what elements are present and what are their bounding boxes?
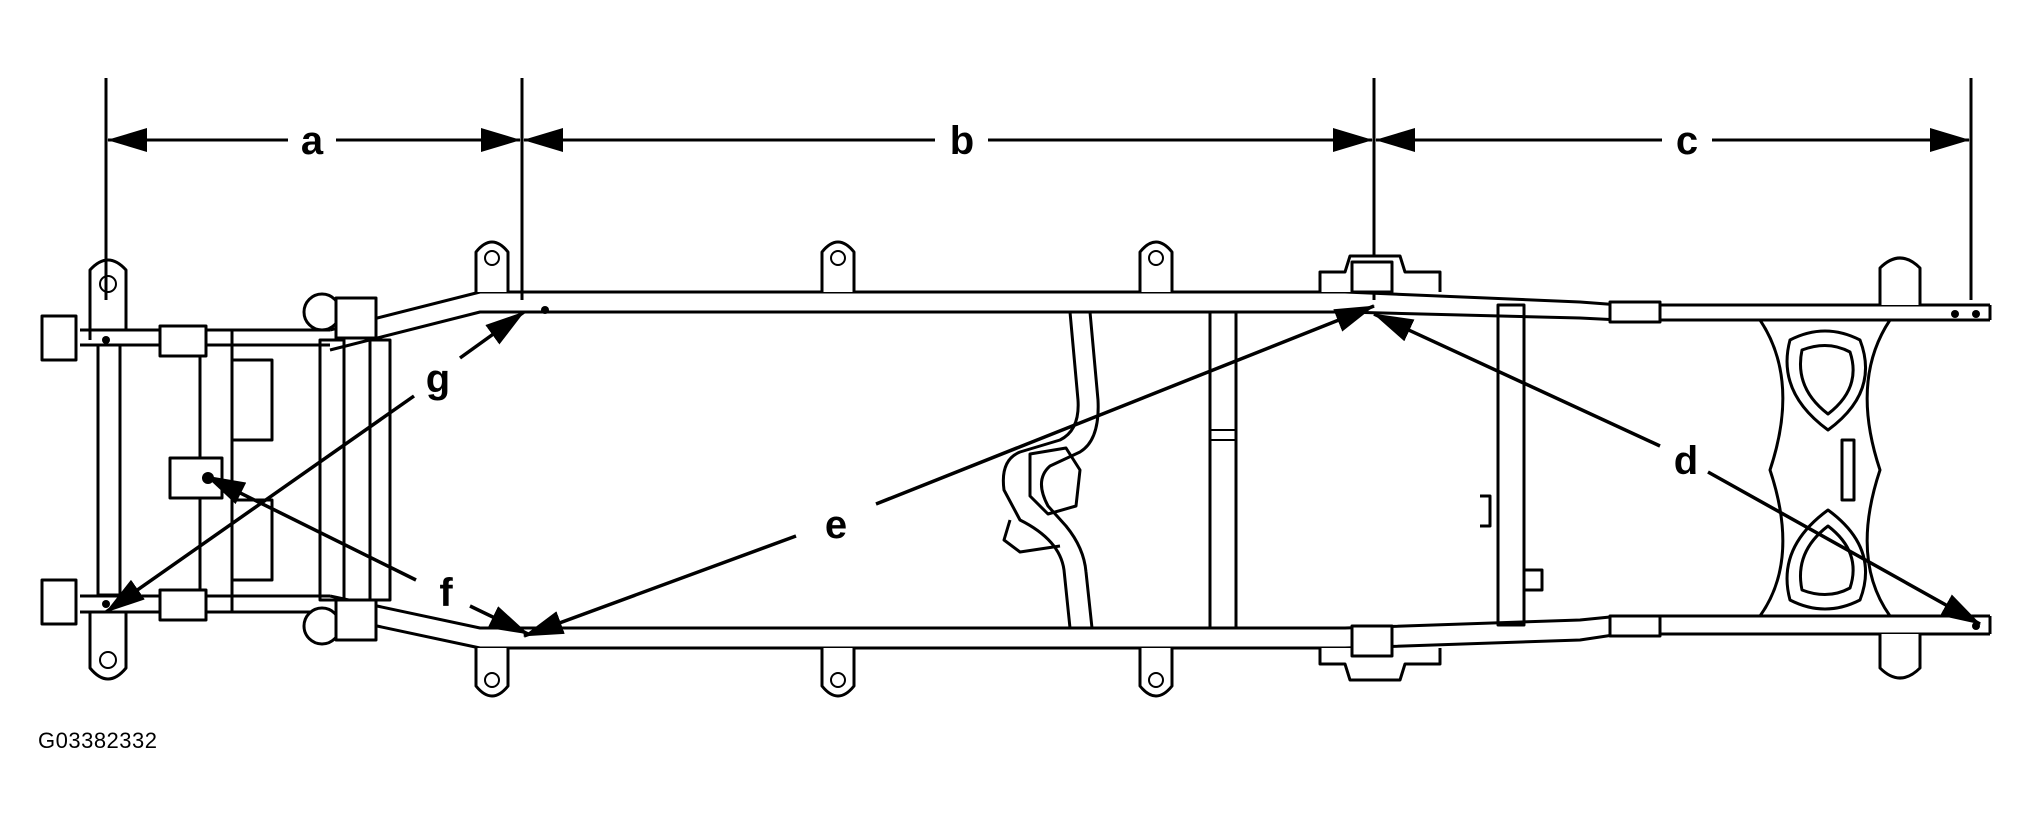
dimension-b: b (523, 119, 1373, 163)
dimension-c: c (1375, 119, 1970, 163)
label-f: f (439, 571, 453, 615)
label-d: d (1674, 439, 1698, 483)
figure-code: G03382332 (38, 728, 158, 753)
dimension-a: a (107, 119, 521, 163)
dimension-extension-lines (104, 78, 1973, 300)
label-e: e (825, 503, 847, 547)
label-b: b (950, 119, 974, 163)
label-c: c (1676, 119, 1698, 163)
measurement-f: f (205, 474, 529, 636)
measurement-g: g (104, 310, 526, 614)
label-a: a (301, 119, 324, 163)
measurement-e: e (523, 304, 1375, 638)
vehicle-frame (40, 240, 1992, 698)
measurement-d: d (1373, 312, 1981, 626)
label-g: g (426, 357, 450, 401)
